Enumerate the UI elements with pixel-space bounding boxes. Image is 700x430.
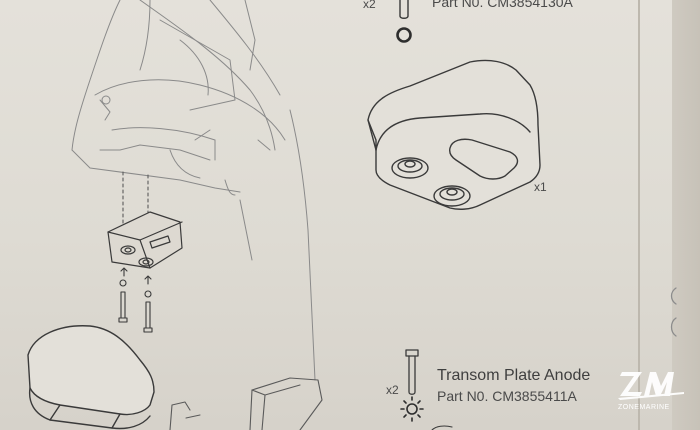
top-part-number: Part N0. CM3854130A xyxy=(432,0,573,10)
page-margin xyxy=(672,0,700,430)
lock-washer-icon xyxy=(400,396,424,422)
zonemarine-logo-icon xyxy=(618,372,684,400)
binder-clip-icon xyxy=(670,287,677,337)
bolt-icon xyxy=(399,0,409,19)
bolt-icon xyxy=(405,349,419,395)
bracket-sketch xyxy=(169,377,323,430)
anode-detail xyxy=(367,59,541,210)
transom-plate-anode xyxy=(27,325,155,430)
small-anode xyxy=(107,211,183,269)
bottom-bolt-quantity: x2 xyxy=(386,383,399,397)
anode-quantity: x1 xyxy=(534,180,547,194)
watermark-brand: ZONEMARINE xyxy=(618,404,670,411)
small-fasteners xyxy=(118,267,153,333)
top-bolt-quantity: x2 xyxy=(363,0,376,11)
bottom-part-name: Transom Plate Anode xyxy=(437,367,591,384)
sheet-fold-line xyxy=(638,0,640,430)
bottom-part-number: Part N0. CM3855411A xyxy=(437,388,577,404)
gearcase-outline xyxy=(71,0,316,381)
washer-icon xyxy=(396,27,412,43)
